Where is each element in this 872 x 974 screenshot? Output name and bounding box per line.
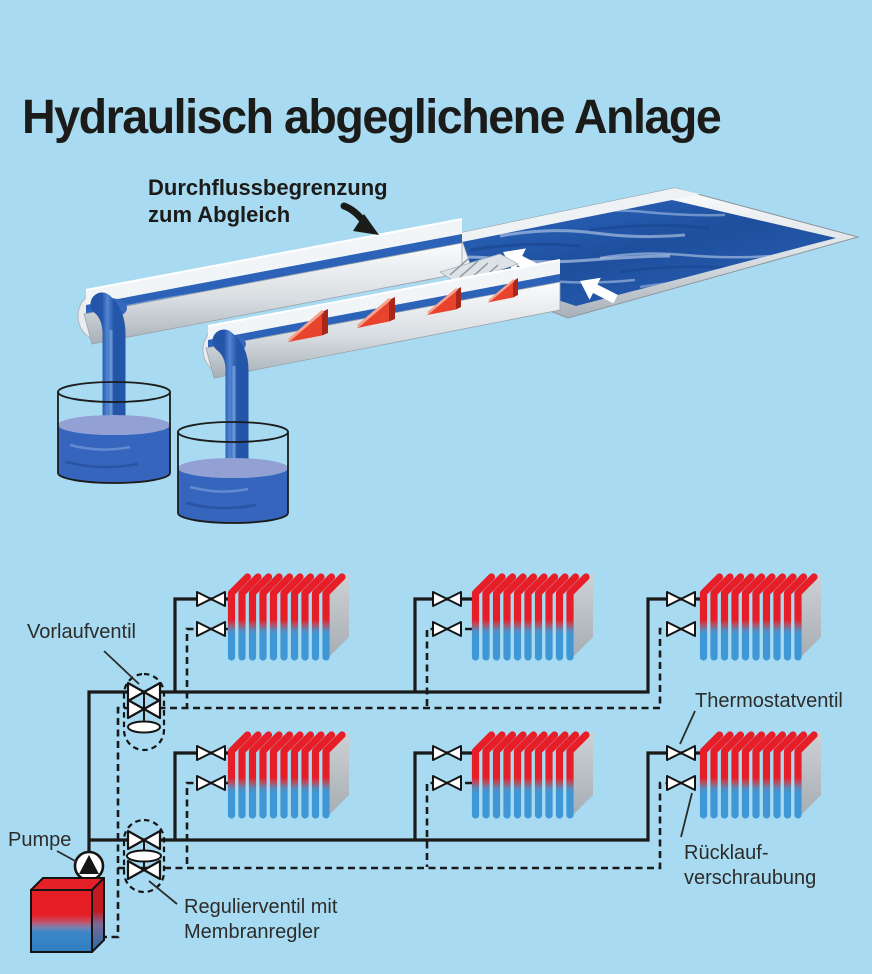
page-title: Hydraulisch abgeglichene Anlage [22,91,722,144]
annotation-line-2: zum Abgleich [148,202,291,227]
restrictor-wedge-2 [357,297,395,328]
annotation-line-1: Durchflussbegrenzung [148,175,388,200]
radiator-supply-valve-r1c1 [196,591,226,607]
label-supply-valve: Vorlaufventil [27,621,136,643]
restrictor-wedge-1 [288,309,328,342]
label-thermostat-valve: Thermostatventil [695,690,843,712]
pointer-thermostatventil [679,710,696,745]
label-regulating-valve-line2: Membranregler [184,921,320,943]
radiator-row1-3 [704,573,822,657]
radiator-row1-2 [476,573,594,657]
pointer-lines [56,650,696,905]
regulating-valve-assembly [122,818,166,894]
radiator-return-valve-r1c2 [432,621,462,637]
label-pump: Pumpe [8,829,72,851]
radiator-supply-valve-r1c2 [432,591,462,607]
radiator-return-valve-r2c2 [432,775,462,791]
label-regulating-valve-line1: Regulierventil mit [184,896,338,918]
radiator-row2-2 [476,731,594,815]
heating-schematic [30,573,822,953]
pump-icon [73,850,105,882]
boiler [30,877,105,953]
label-return-fitting-line2: verschraubung [684,867,817,889]
annotation-arrow-icon [340,202,379,235]
label-regulating-valve: Regulierventil mit Membranregler [184,895,337,945]
return-fitting-icon [666,775,696,791]
restrictor-wedge-4 [488,278,518,303]
flow-restriction-annotation: Durchflussbegrenzung zum Abgleich [148,174,388,228]
radiator-row2-1 [232,731,350,815]
radiator-row1-1 [232,573,350,657]
water-stream-2 [212,329,249,476]
radiator-row2-3 [704,731,822,815]
pointer-pumpe [56,850,78,863]
return-pipes [100,627,700,939]
channel-2 [202,259,561,379]
radiator-supply-valve-r2c1 [196,745,226,761]
pointer-vorlaufventil [103,650,140,685]
beaker-2 [177,421,289,524]
thermostat-valve-icon [666,745,696,761]
radiator-return-valve-r1c3 [666,621,696,637]
supply-valve-assembly [122,672,166,752]
restrictor-wedge-3 [427,287,461,315]
radiator-supply-valve-r1c3 [666,591,696,607]
water-channel-illustration [57,187,860,524]
pointer-regulierventil [148,880,178,905]
radiator-supply-valve-r2c2 [432,745,462,761]
beaker-1 [57,381,171,484]
radiator-return-valve-r1c1 [196,621,226,637]
pointer-ruecklauf [680,792,693,838]
label-return-fitting-line1: Rücklauf- [684,842,769,864]
water-stream-1 [90,292,127,434]
supply-pipes [87,597,700,886]
label-return-fitting: Rücklauf- verschraubung [684,841,816,891]
radiator-return-valve-r2c1 [196,775,226,791]
